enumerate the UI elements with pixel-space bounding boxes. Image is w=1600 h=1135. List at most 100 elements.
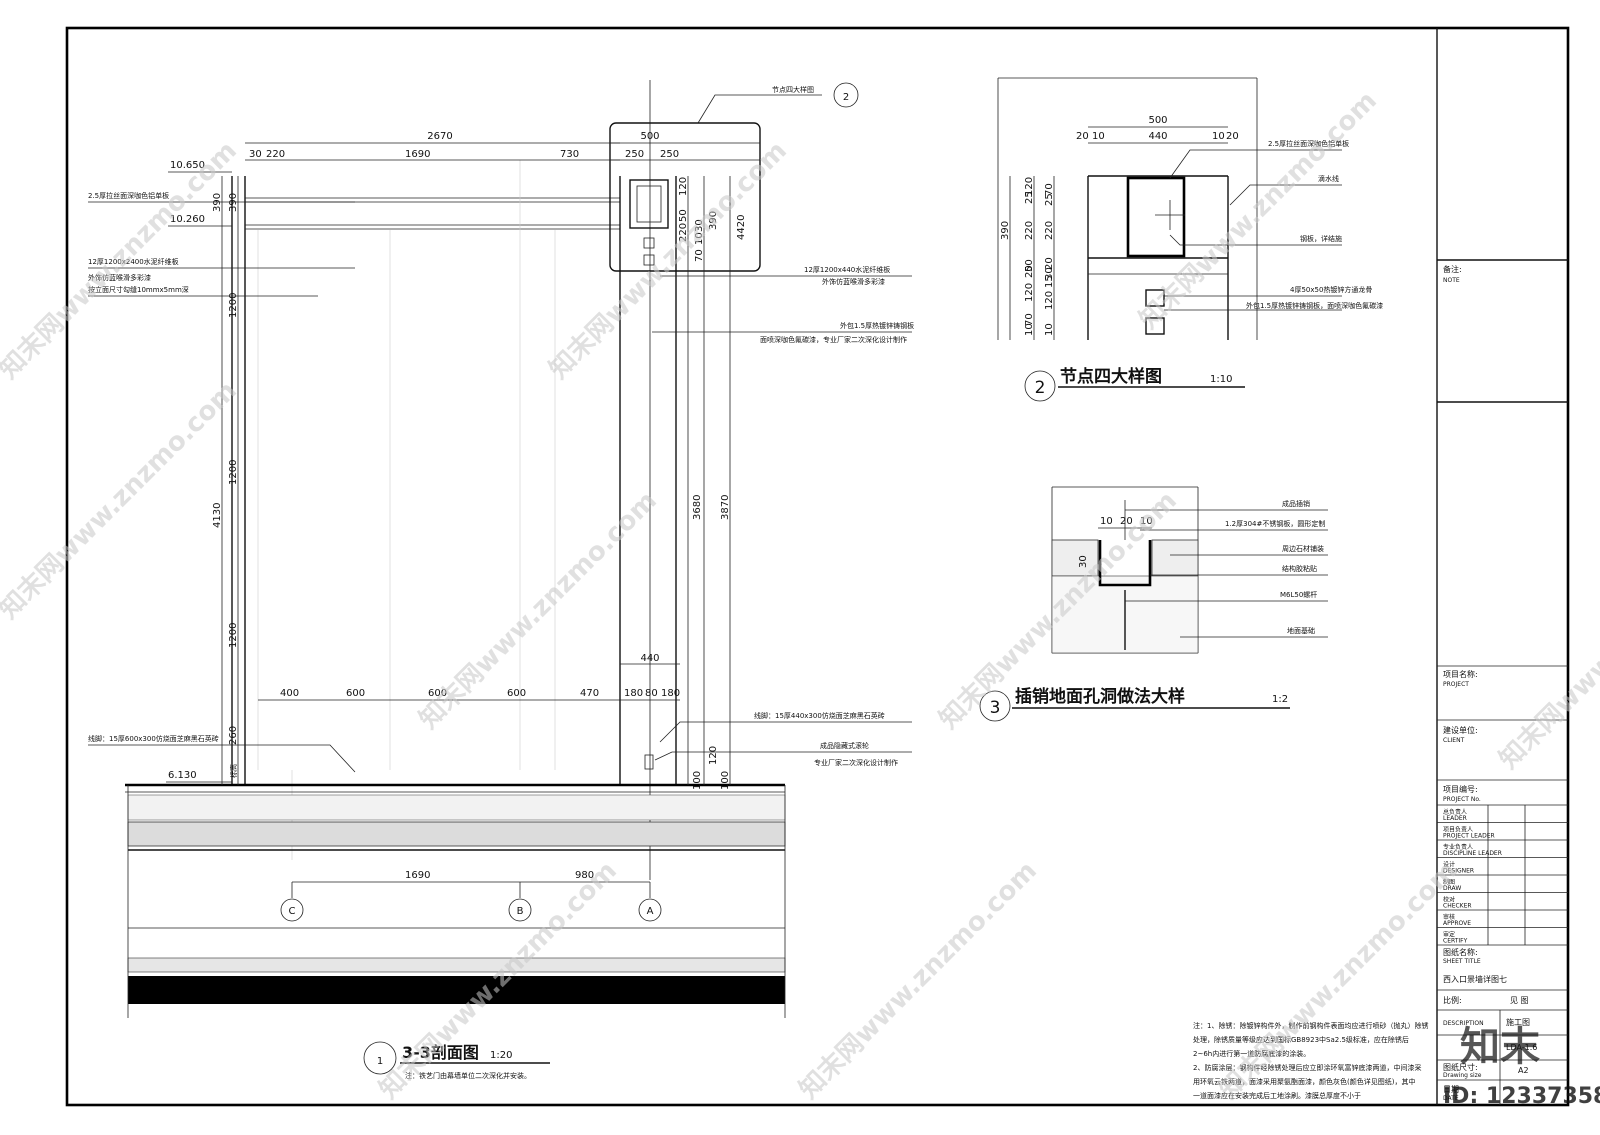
project-no-label: 项目编号: [1443, 784, 1478, 794]
sheet-title-label: 图纸名称: [1443, 947, 1478, 957]
d2-stack-dim: 50 [1024, 259, 1035, 272]
sheet-border [65, 26, 1570, 1107]
dim-bottom-400: 400 [280, 688, 299, 699]
d2-number: 2 [1035, 378, 1046, 398]
dim-right-390: 390 [708, 211, 719, 230]
role-en: APPROVE [1443, 920, 1471, 927]
d2-dim-10a: 10 [1092, 131, 1105, 142]
section-number: 1 [377, 1056, 383, 1067]
node-ref-number: 2 [843, 92, 849, 103]
sheet-title: 西入口景墙详图七 [1443, 974, 1507, 984]
svg-text:知末网www.znzmo.com: 知末网www.znzmo.com [1494, 526, 1600, 775]
d3-callout-4: M6L50螺杆 [1280, 590, 1317, 599]
role-en: DISCIPLINE LEADER [1443, 850, 1502, 857]
note-label: 备注: [1443, 264, 1462, 274]
role-cn: 项目负责人 [1443, 826, 1473, 834]
role-cn: 专业负责人 [1443, 843, 1473, 851]
elev-bottom: 6.130 [168, 770, 197, 781]
section-3-3: 2670 30 220 1690 730 500 250 250 10.650 … [88, 80, 914, 1080]
project-no-label-en: PROJECT No. [1443, 796, 1481, 803]
svg-text:知末网www.znzmo.com: 知末网www.znzmo.com [0, 376, 243, 625]
d3-callout-2: 周边石材铺装 [1282, 544, 1324, 553]
dim-right-120: 120 [678, 177, 689, 196]
d3-dim-10a: 10 [1100, 516, 1113, 527]
dim-top-30: 30 [249, 149, 262, 160]
axis-b: B [508, 882, 532, 922]
d3-callout-5: 地面基础 [1287, 626, 1315, 635]
dim-bottom-600a: 600 [346, 688, 365, 699]
dim-node-250b: 250 [660, 149, 679, 160]
dim-bottom-600b: 600 [428, 688, 447, 699]
role-en: DRAW [1443, 885, 1461, 892]
dim-node-250a: 250 [625, 149, 644, 160]
dim-left-390a: 390 [212, 193, 223, 212]
svg-text:B: B [517, 906, 524, 917]
dim-right-lower-100b: 100 [720, 771, 731, 790]
role-cn: 总负责人 [1443, 808, 1467, 816]
dim-top-220: 220 [266, 149, 285, 160]
note-line: 注：1、除锈：除镀锌构件外，制作前钢构件表面均应进行喷砂（抛丸）除锈 [1193, 1021, 1428, 1030]
role-en: CERTIFY [1443, 938, 1468, 945]
dim-top-730: 730 [560, 149, 579, 160]
d2-stack-dim: 220 [1044, 221, 1055, 240]
sheet-title-label-en: SHEET TITLE [1443, 958, 1481, 965]
d2-dim-390: 390 [1000, 221, 1011, 240]
client-label-en: CLIENT [1443, 737, 1465, 744]
d3-callout-1: 1.2厚304#不锈钢板，圆形定制 [1225, 519, 1325, 528]
title-block: 备注: NOTE 项目名称: PROJECT 建设单位: CLIENT 项目编号… [1436, 28, 1568, 1105]
d3-dim-20: 20 [1120, 516, 1133, 527]
callout-right-2: 外包1.5厚热镀锌铸钢板 [840, 321, 914, 330]
dim-bottom-440: 440 [640, 653, 659, 664]
dim-left-1200a: 1200 [228, 293, 239, 318]
dim-top-1690: 1690 [405, 149, 430, 160]
d2-stack-dim: 20 [1044, 257, 1055, 270]
d3-callout-3: 结构胶粘贴 [1282, 564, 1317, 573]
d3-dim-10b: 10 [1140, 516, 1153, 527]
node-callout-box [609, 122, 761, 272]
detail-pin-hole: 10 20 10 30 成品插销 1.2厚304#不锈钢板，圆形定制 周边石材铺… [979, 486, 1328, 722]
dim-left-total: 4130 [212, 503, 223, 528]
size-value: A2 [1518, 1066, 1529, 1075]
note-line: 2~6h内进行第一道防腐底漆的涂装。 [1193, 1049, 1310, 1058]
note-label-en: NOTE [1443, 277, 1460, 284]
dim-right-70: 70 [694, 249, 705, 262]
dim-bottom-80: 80 [645, 688, 658, 699]
dim-bottom-470: 470 [580, 688, 599, 699]
role-cn: 校对 [1443, 896, 1455, 904]
callout-right-5: 成品隐藏式滚轮 [820, 741, 869, 750]
svg-text:知末网www.znzmo.com: 知末网www.znzmo.com [1134, 86, 1383, 335]
d2-stack-dim: 10 [1024, 323, 1035, 336]
dim-axis-980: 980 [575, 870, 594, 881]
scale-value: 见 图 [1510, 996, 1529, 1005]
project-label: 项目名称: [1443, 669, 1478, 679]
d2-stack-dim: 10 [1044, 323, 1055, 336]
date-label: 日期 [1443, 1085, 1459, 1094]
dim-right-50: 50 [678, 209, 689, 222]
dim-node-500: 500 [640, 131, 659, 142]
note-line: 用环氧云铁两道，面漆采用聚氨酯面漆，颜色灰色(颜色详见图纸)，其中 [1193, 1077, 1415, 1086]
role-en: DESIGNER [1443, 868, 1474, 875]
d2-stack-dim: 220 [1024, 221, 1035, 240]
d2-stack-dim: 70 [1024, 313, 1035, 326]
section-scale: 1:20 [490, 1050, 512, 1061]
svg-text:知末网www.znzmo.com: 知末网www.znzmo.com [794, 856, 1043, 1105]
d2-dim-500: 500 [1148, 115, 1167, 126]
dim-bottom-600c: 600 [507, 688, 526, 699]
d2-stack-dim: 120 [1024, 283, 1035, 302]
dim-right-4420: 4420 [736, 215, 747, 240]
dim-bottom-180a: 180 [624, 688, 643, 699]
d2-stack-dim: 120 [1024, 177, 1035, 196]
size-label: 图纸尺寸: [1443, 1062, 1478, 1072]
node-ref-label: 节点四大样图 [772, 85, 814, 94]
svg-text:C: C [289, 906, 296, 917]
callout-left-2: 外饰仿蓝喉滑多彩漆 [88, 273, 151, 282]
d2-callout-0: 2.5厚拉丝面深咖色铝单板 [1268, 139, 1349, 148]
detail-node-4: 500 20 10 440 10 20 390 1202522050201207… [997, 77, 1383, 402]
svg-text:A: A [647, 906, 654, 917]
client-label: 建设单位: [1443, 725, 1478, 735]
d2-stack-dim: 120 [1044, 291, 1055, 310]
role-cn: 审定 [1443, 931, 1455, 939]
